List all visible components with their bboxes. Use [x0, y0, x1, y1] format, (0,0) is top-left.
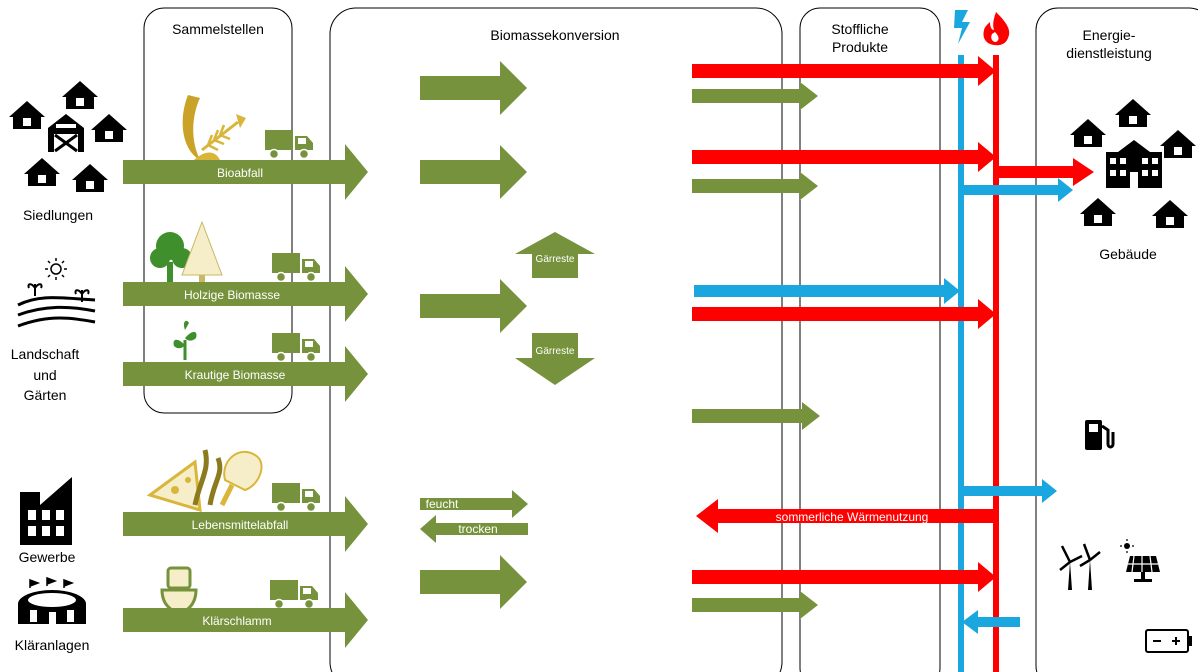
- label-siedlungen: Siedlungen: [23, 207, 93, 223]
- title-energie-line1: Energie-: [1083, 27, 1136, 43]
- flame-icon: [983, 12, 1010, 46]
- truck-icon-krautige: [271, 332, 321, 363]
- school-icon: [1106, 140, 1162, 188]
- arrow-lebensmittelabfall: [123, 496, 368, 552]
- heat-arrow-2: [692, 142, 996, 172]
- battery-icon: [1145, 629, 1192, 653]
- label-holzige-biomasse: Holzige Biomasse: [184, 288, 280, 302]
- product-arrow-1: [692, 82, 818, 110]
- truck-icon-lebensmittel: [271, 482, 321, 513]
- arrow-sommerliche-waermenutzung: [696, 499, 996, 533]
- truck-icon-bioabfall: [264, 129, 314, 160]
- panel-sammelstellen: [143, 7, 293, 414]
- settlement-houses-icon: [9, 81, 127, 192]
- panel-biomassekonversion: [329, 7, 783, 672]
- label-krautige-biomasse: Krautige Biomasse: [185, 368, 286, 382]
- buildings-icon: [1070, 99, 1196, 228]
- electricity-arrow-in: [694, 278, 960, 304]
- label-gewerbe: Gewerbe: [19, 549, 76, 565]
- heat-arrow-4: [692, 562, 996, 592]
- arrow-conversion-4: [420, 555, 527, 609]
- label-klaeranlagen: Kläranlagen: [15, 637, 90, 653]
- label-feucht: feucht: [426, 497, 459, 511]
- arrow-gaerreste-down: [515, 333, 595, 385]
- heat-arrow-1: [692, 56, 996, 86]
- label-gaerreste-down: Gärreste: [536, 346, 575, 357]
- banana-fishbone-icon: [182, 95, 246, 160]
- truck-icon-klaerschlamm: [269, 579, 319, 610]
- food-waste-icon: [146, 449, 263, 513]
- fuel-pump-icon: [1085, 420, 1115, 450]
- label-bioabfall: Bioabfall: [217, 166, 263, 180]
- electricity-arrow-from-renewables: [962, 610, 1020, 634]
- heat-arrow-3: [692, 299, 996, 329]
- product-arrow-2: [692, 172, 818, 200]
- landscape-icon: [17, 258, 96, 328]
- title-biomassekonversion: Biomassekonversion: [490, 27, 619, 43]
- wind-turbine-icon: [1059, 543, 1101, 590]
- arrow-conversion-2: [420, 145, 527, 199]
- label-lebensmittelabfall: Lebensmittelabfall: [192, 518, 289, 532]
- label-gaerreste-up: Gärreste: [536, 254, 575, 265]
- lightning-icon: [954, 10, 970, 44]
- arrow-bioabfall: [123, 144, 368, 200]
- factory-icon: [20, 477, 72, 545]
- trees-icon: [150, 220, 223, 283]
- plant-icon: [173, 320, 197, 360]
- label-landschaft-line3: Gärten: [24, 387, 67, 403]
- title-stoffliche-line1: Stoffliche: [831, 21, 889, 37]
- arrow-feucht: [420, 490, 528, 518]
- label-landschaft-line2: und: [33, 367, 56, 383]
- product-arrow-3: [692, 402, 820, 430]
- title-sammelstellen: Sammelstellen: [172, 21, 264, 37]
- panel-stoffliche-produkte: [799, 7, 941, 672]
- arrow-gaerreste-up: [515, 232, 595, 278]
- label-landschaft-line1: Landschaft: [11, 346, 80, 362]
- electricity-arrow-out: [961, 479, 1057, 503]
- arrow-klaerschlamm: [123, 592, 368, 648]
- toilet-icon: [160, 566, 198, 616]
- truck-icon-holzige: [271, 252, 321, 283]
- arrow-trocken: [420, 515, 528, 543]
- arrow-krautige-biomasse: [123, 346, 368, 402]
- title-stoffliche-line2: Produkte: [832, 39, 888, 55]
- arrow-holzige-biomasse: [123, 266, 368, 322]
- panel-energiedienstleistung: [1035, 7, 1198, 672]
- label-klaerschlamm: Klärschlamm: [202, 614, 271, 628]
- solar-panel-icon: [1120, 539, 1160, 582]
- title-energie-line2: dienstleistung: [1066, 45, 1152, 61]
- electricity-arrow-to-buildings: [961, 178, 1073, 202]
- barn-icon: [48, 114, 84, 153]
- heat-arrow-to-buildings: [996, 158, 1094, 186]
- heat-line: [993, 55, 999, 672]
- electricity-line: [958, 55, 964, 672]
- label-trocken: trocken: [458, 522, 497, 536]
- label-sommerliche-waermenutzung: sommerliche Wärmenutzung: [776, 510, 929, 524]
- label-gebaeude: Gebäude: [1099, 246, 1157, 262]
- arrow-conversion-1: [420, 61, 527, 115]
- stadium-icon: [18, 576, 86, 624]
- product-arrow-4: [692, 591, 818, 619]
- arrow-conversion-3: [420, 279, 527, 333]
